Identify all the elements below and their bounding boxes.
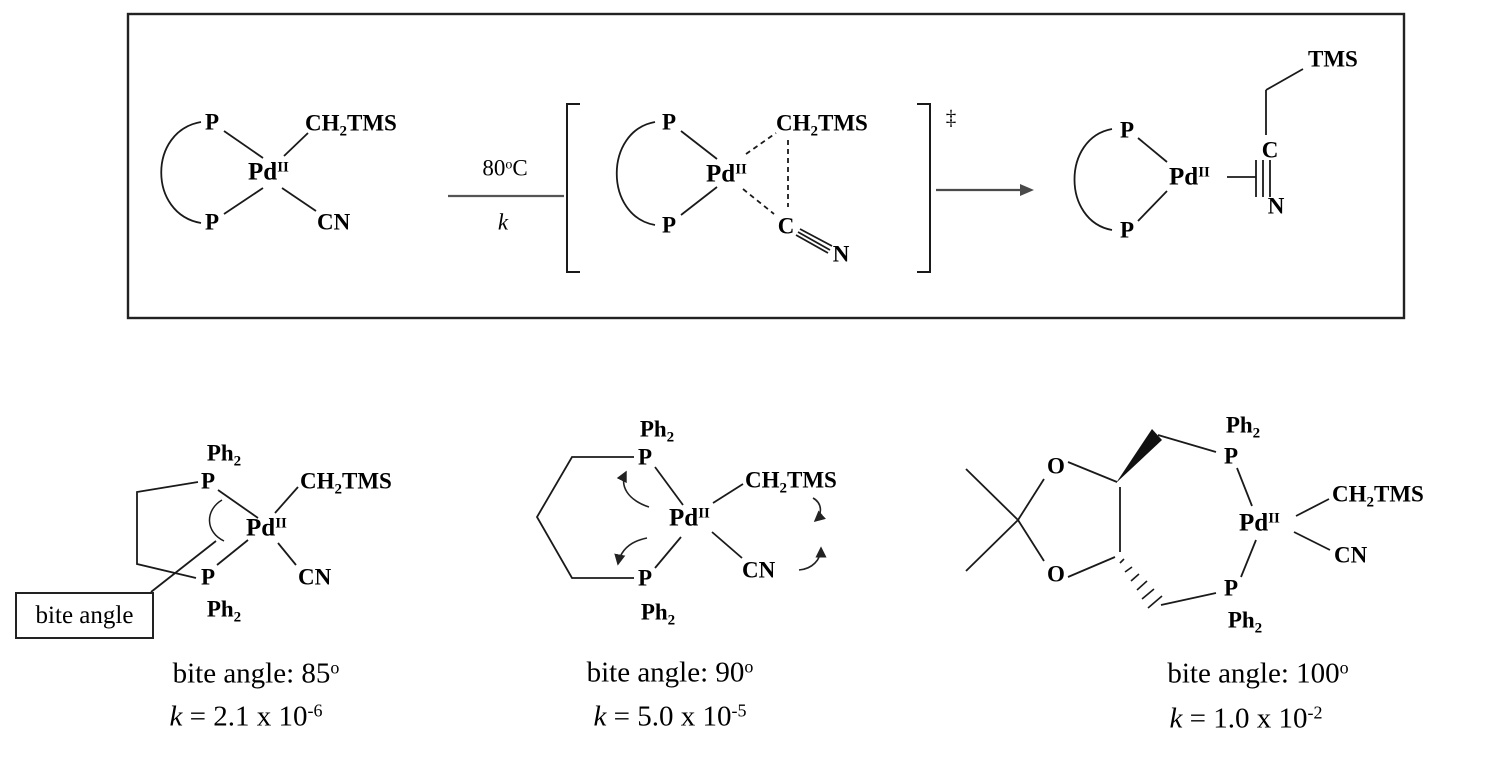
ts-brackets: [566, 103, 931, 273]
ts-pd-label: PdII: [706, 160, 747, 188]
pp-chelate-arc: [160, 121, 202, 224]
complex1-bonds: [136, 481, 299, 593]
complex2-ph2-bottom-label: Ph2: [640, 599, 676, 629]
complex1-ph2-bottom-label: Ph2: [206, 596, 242, 626]
curved-arrow-up: [616, 470, 650, 508]
ts-p-top-label: P: [661, 109, 677, 135]
ts-p-bottom-label: P: [661, 212, 677, 238]
complex2-rate-caption: k = 5.0 x 10-5: [593, 700, 747, 733]
cn-triple-bond: [799, 228, 833, 247]
reactant-pd-label: PdII: [248, 158, 289, 186]
ts-nitrile-n-label: N: [832, 241, 850, 267]
product-p-top-label: P: [1119, 117, 1135, 143]
complex3-p-bottom-label: P: [1223, 575, 1239, 601]
hashed-bond: [1119, 558, 1163, 609]
complex3-o-bottom-label: O: [1047, 561, 1065, 587]
complex3-rate-caption: k = 1.0 x 10-2: [1169, 702, 1323, 735]
arrowhead: [1020, 184, 1034, 196]
rate-constant-symbol: k: [497, 209, 509, 235]
complex2-ph2-top-label: Ph2: [639, 416, 675, 446]
curved-arrow-compress-top: [812, 497, 826, 523]
reactant-p-top-label: P: [204, 109, 220, 135]
complex2-p-top-label: P: [637, 444, 653, 470]
scheme-border-box: [126, 12, 1406, 320]
wedge-bond: [1116, 429, 1162, 483]
complex1-p-top-label: P: [200, 468, 216, 494]
partial-bond-pd-ch2: [745, 132, 777, 155]
complex1-pd-label: PdII: [246, 514, 287, 542]
complex3-ch2tms-label: CH2TMS: [1332, 481, 1424, 511]
ts-left-bracket: [566, 103, 580, 273]
complex2-p-bottom-label: P: [637, 565, 653, 591]
ts-nitrile-c-label: C: [777, 213, 795, 239]
reactant-cn-label: CN: [317, 209, 351, 235]
complex1-bite-angle-caption: bite angle: 85o: [172, 657, 340, 690]
product-bonds: [1073, 68, 1304, 231]
complex3-bonds: [965, 429, 1331, 609]
product-nitrile-c-label: C: [1261, 137, 1279, 163]
complex3-ph2-top-label: Ph2: [1225, 412, 1261, 442]
reactant-bonds: [160, 121, 317, 224]
complex2-pd-label: PdII: [669, 504, 710, 532]
complex3-cn-label: CN: [1334, 542, 1368, 568]
product-tms-label: TMS: [1308, 46, 1358, 72]
ts-ch2tms-label: CH2TMS: [776, 110, 868, 140]
complex1-ch2tms-label: CH2TMS: [300, 468, 392, 498]
complex1-cn-label: CN: [298, 564, 332, 590]
complex2-bonds: [535, 456, 827, 579]
complex3-bite-angle-caption: bite angle: 100o: [1167, 657, 1349, 690]
methyl-bond: [965, 519, 1019, 572]
reaction-temperature-label: 80oC: [482, 155, 528, 181]
bite-angle-arc: [208, 499, 225, 542]
ethylene-backbone: [136, 481, 199, 579]
complex3-ph2-bottom-label: Ph2: [1227, 607, 1263, 637]
complex2-ch2tms-label: CH2TMS: [745, 467, 837, 497]
product-nitrile-n-label: N: [1267, 193, 1285, 219]
ts-right-bracket: [917, 103, 931, 273]
reactant-p-bottom-label: P: [204, 209, 220, 235]
product-p-bottom-label: P: [1119, 217, 1135, 243]
reactant-ch2tms-label: CH2TMS: [305, 110, 397, 140]
product-pd-label: PdII: [1169, 163, 1210, 191]
propylene-backbone: [535, 456, 634, 579]
complex3-o-top-label: O: [1047, 453, 1065, 479]
complex3-p-top-label: P: [1223, 443, 1239, 469]
reaction-arrow: [936, 184, 1034, 196]
ts-bonds: [615, 121, 833, 254]
methyl-bond: [965, 468, 1019, 521]
complex3-pd-label: PdII: [1239, 509, 1280, 537]
double-dagger-symbol: ‡: [945, 105, 957, 130]
complex1-p-bottom-label: P: [200, 564, 216, 590]
complex1-ph2-top-label: Ph2: [206, 440, 242, 470]
pp-chelate-arc: [615, 121, 656, 226]
bite-angle-callout-box: bite angle: [15, 592, 154, 639]
pp-chelate-arc: [1073, 128, 1113, 231]
bite-angle-widening-arrows: [614, 470, 827, 571]
complex2-bite-angle-caption: bite angle: 90o: [586, 656, 754, 689]
partial-bond-pd-c: [742, 188, 775, 215]
complex2-cn-label: CN: [742, 557, 776, 583]
curved-arrow-compress-bottom: [798, 546, 827, 571]
complex1-rate-caption: k = 2.1 x 10-6: [169, 700, 323, 733]
curved-arrow-down: [614, 537, 648, 566]
callout-pointer-line: [150, 540, 217, 593]
